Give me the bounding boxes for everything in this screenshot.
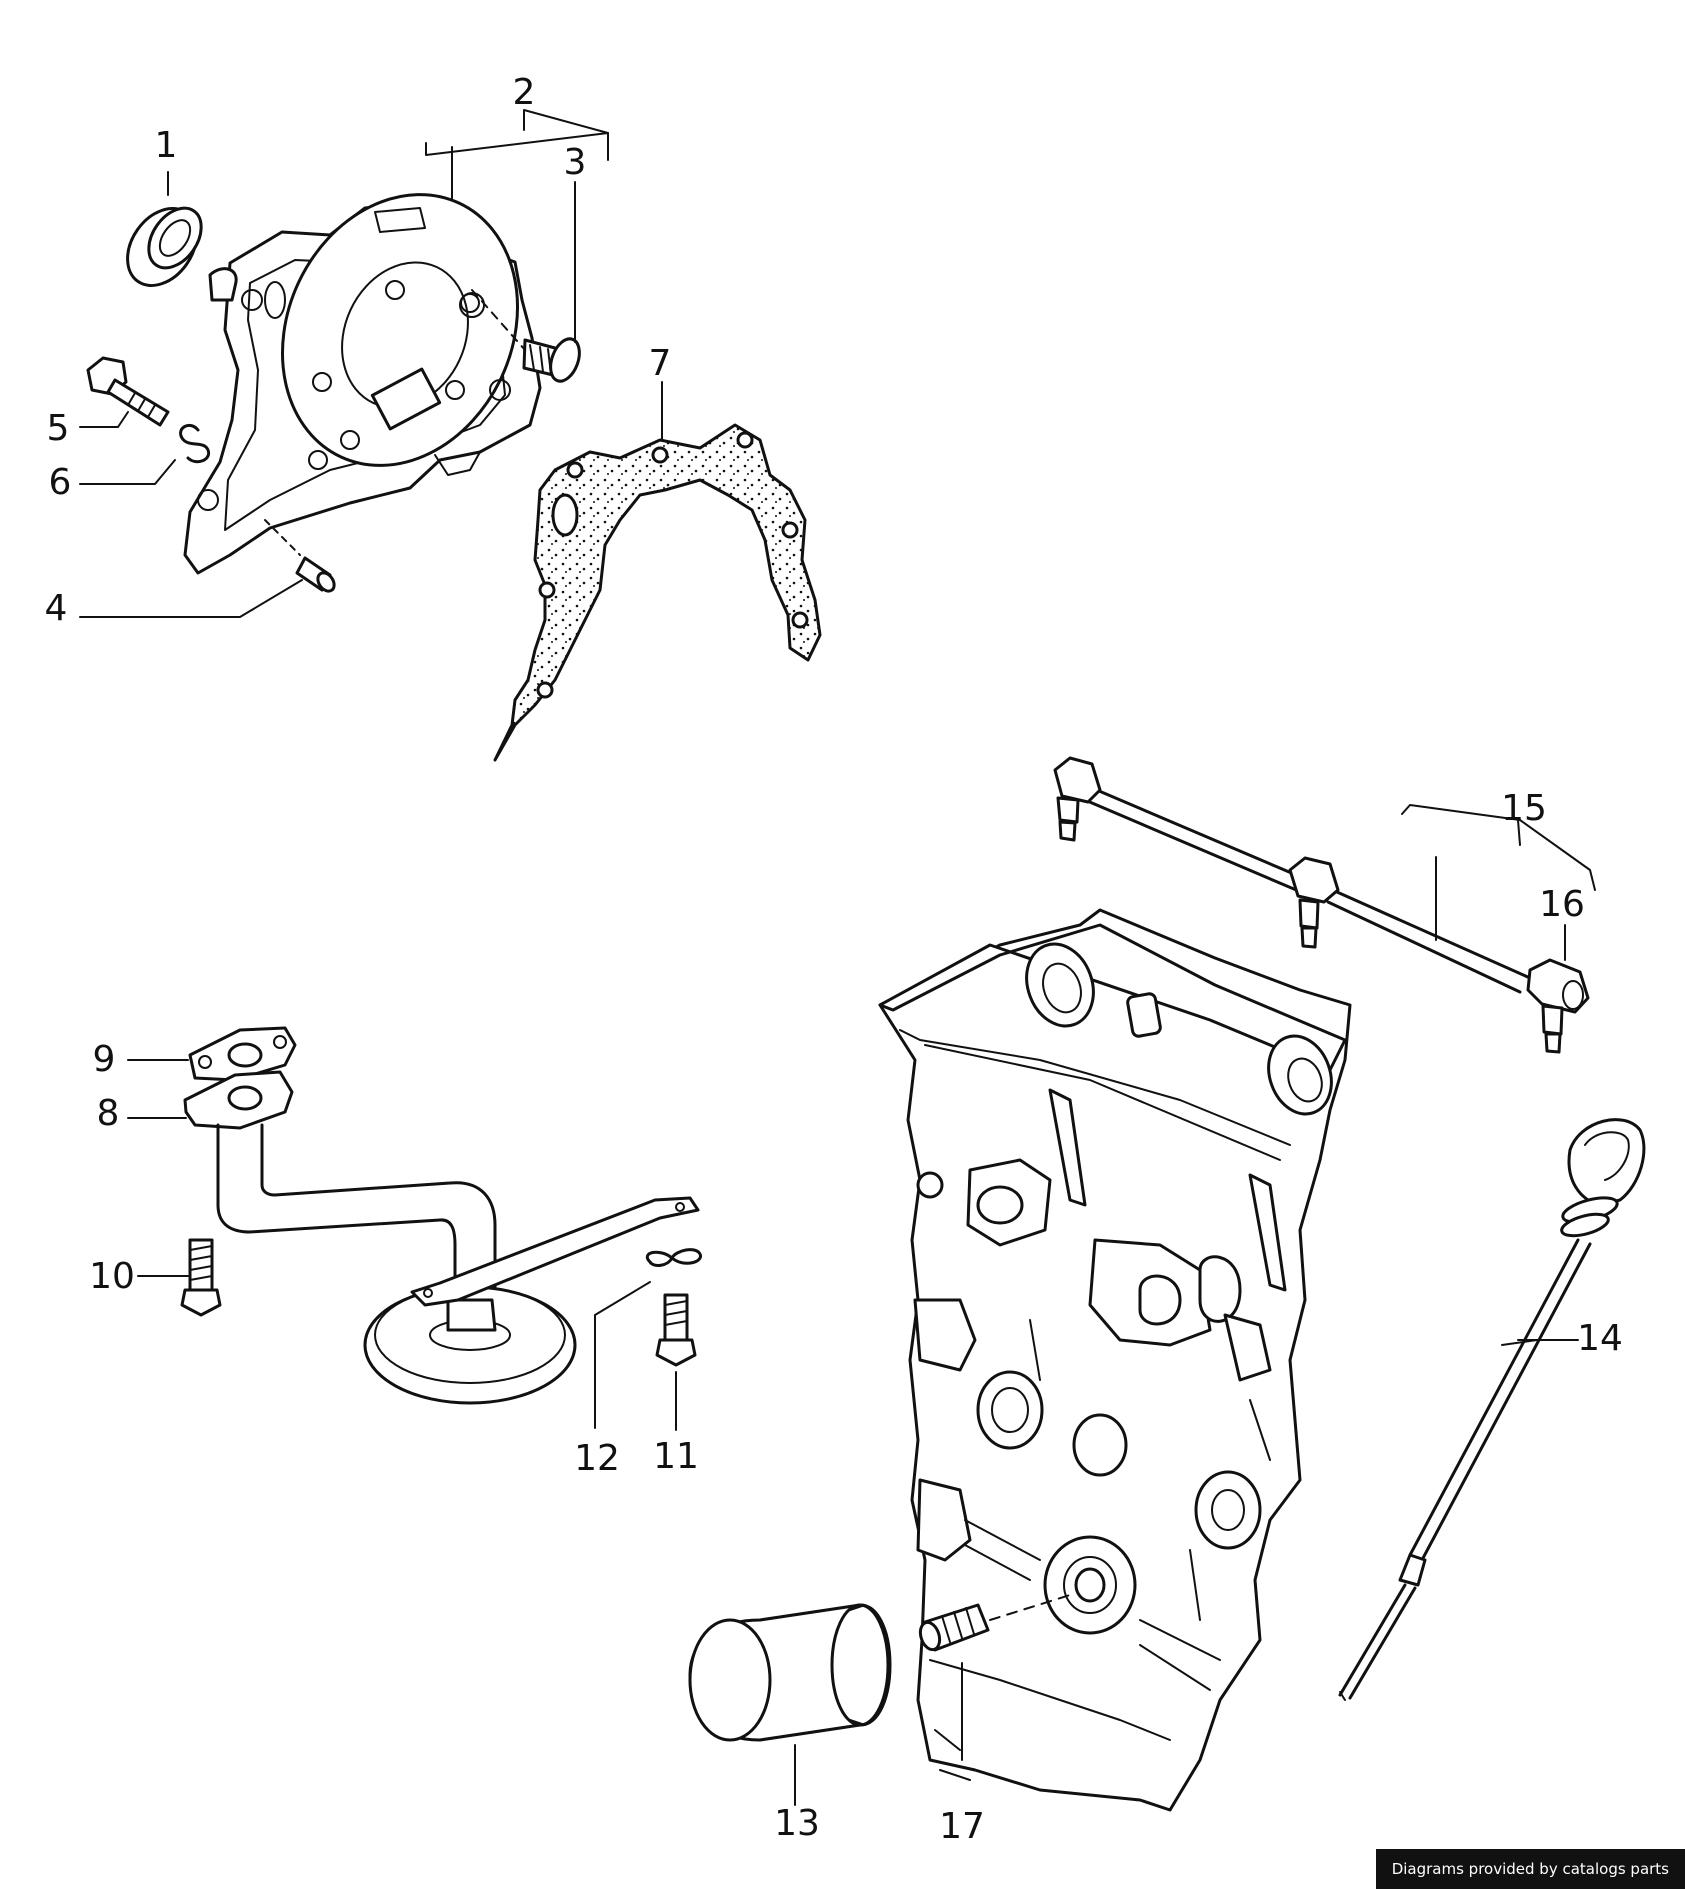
callout-3: 3 <box>564 142 587 183</box>
callout-1: 1 <box>155 125 178 166</box>
part-4-dowel-pin <box>264 519 336 593</box>
callout-8: 8 <box>97 1093 120 1134</box>
callout-15: 15 <box>1501 788 1547 829</box>
callout-2: 2 <box>513 72 536 113</box>
part-1-seal-ring <box>126 206 203 287</box>
part-13-oil-filter <box>688 1603 892 1742</box>
part-2-oil-pump-housing <box>183 193 542 575</box>
callout-16: 16 <box>1539 884 1585 925</box>
part-12-spring-washer <box>646 1248 702 1267</box>
part-17-threaded-stud <box>918 1594 1071 1652</box>
part-9-gasket <box>188 1026 297 1082</box>
callout-13: 13 <box>774 1803 820 1844</box>
callout-7: 7 <box>649 343 672 384</box>
callout-17: 17 <box>939 1806 985 1847</box>
callout-11: 11 <box>653 1436 699 1477</box>
callout-5: 5 <box>47 408 70 449</box>
callout-14: 14 <box>1577 1318 1623 1359</box>
part-16-banjo-fitting <box>1526 958 1590 1054</box>
part-15-line <box>1053 756 1532 994</box>
callout-6: 6 <box>49 462 72 503</box>
part-14-dipstick <box>1338 1118 1646 1701</box>
part-7-gasket <box>493 423 822 762</box>
part-11-bolt <box>655 1293 697 1367</box>
callout-12: 12 <box>574 1438 620 1479</box>
credit-banner: Diagrams provided by catalogs parts <box>1375 1849 1685 1889</box>
leader-lines <box>79 109 1596 1806</box>
part-10-bolt <box>180 1238 222 1317</box>
oil-pickup-pipe <box>216 1123 700 1405</box>
part-3-plug-screw <box>471 289 581 383</box>
part-8-flange <box>183 1070 294 1130</box>
callout-4: 4 <box>45 588 68 629</box>
part-5-bolt <box>86 356 170 427</box>
engine-block <box>878 908 1352 1812</box>
part-6-spring-washer <box>179 424 211 464</box>
callout-labels: 1 2 3 4 5 6 7 8 9 10 11 12 13 14 15 16 1… <box>45 72 1623 1847</box>
callout-9: 9 <box>93 1039 116 1080</box>
callout-10: 10 <box>89 1256 135 1297</box>
